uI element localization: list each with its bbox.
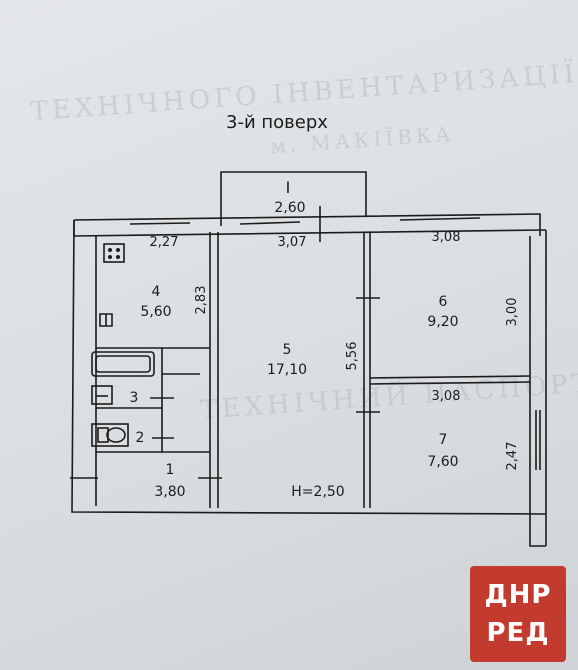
window-bedroom7 [535,410,541,470]
floor-title: 3-й поверх [226,112,328,133]
watermark-line-2: РЕД [486,618,550,648]
wall-bedroom-divider-2 [369,381,531,385]
dim-living-width: 3,07 [278,235,307,250]
room-I-area: 2,60 [274,200,305,216]
room-2-number: 2 [136,430,145,446]
watermark-logo: ДНР РЕД [470,566,566,662]
room-I-number: I [286,178,291,197]
watermark-line-1: ДНР [484,580,552,610]
room-1-area: 3,80 [154,484,185,500]
room-5-area: 17,10 [267,362,307,378]
bathtub-icon [91,351,155,377]
window-living [239,221,301,225]
toilet-sink-icon [91,385,113,405]
room-7-number: 7 [439,432,448,448]
room-3-number: 3 [130,390,139,406]
room-7-area: 7,60 [427,454,458,470]
stove-icon [103,243,125,263]
wall-bedroom-divider [369,375,531,379]
room-1-number: 1 [166,462,175,478]
toilet-icon [91,423,129,447]
outer-wall-top [73,213,541,236]
ceiling-height: H=2,50 [291,484,344,500]
outer-wall-top-inner [73,220,547,237]
room-6-area: 9,20 [427,314,458,330]
outer-wall-bottom [71,219,547,515]
room-4-number: 4 [152,284,161,300]
dim-bedroom6-depth: 3,00 [505,298,520,327]
window-bedroom6 [399,217,481,221]
dim-kitchen-depth: 2,83 [194,286,209,315]
window-kitchen [129,222,191,225]
kitchen-sink-icon [99,313,113,327]
room-6-number: 6 [439,294,448,310]
dim-kitchen-width: 2,27 [150,235,179,250]
dim-bedroom7-depth: 2,47 [505,442,520,471]
dim-living-depth: 5,56 [345,342,360,371]
dim-bedroom7-width: 3,08 [432,389,461,404]
room-4-area: 5,60 [140,304,171,320]
outer-wall-corner [529,512,546,547]
dim-bedroom6-width: 3,08 [432,230,461,245]
balcony-outline [220,171,367,226]
room-5-number: 5 [283,342,292,358]
